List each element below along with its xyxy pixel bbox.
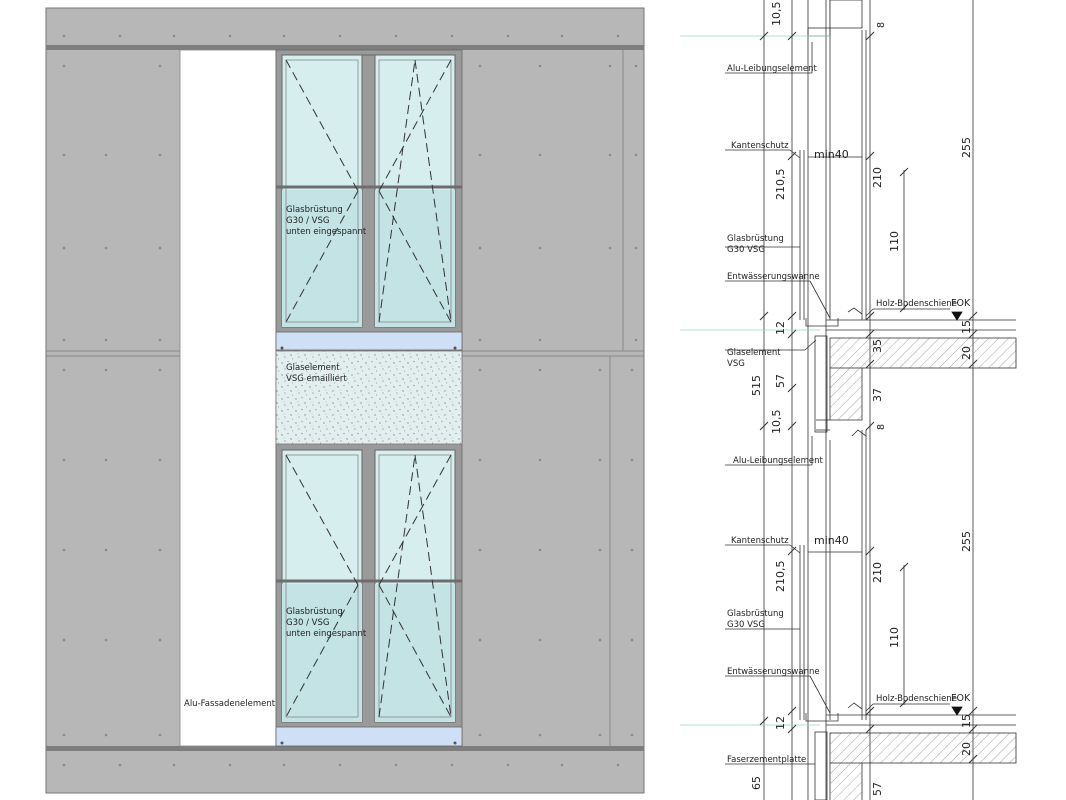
- svg-text:255: 255: [960, 531, 973, 552]
- upper-window: [276, 54, 462, 328]
- svg-text:10,5: 10,5: [770, 2, 783, 27]
- svg-text:Holz-Bodenschiene: Holz-Bodenschiene: [876, 694, 957, 704]
- svg-text:Kantenschutz: Kantenschutz: [731, 141, 789, 151]
- svg-text:8: 8: [876, 22, 887, 28]
- svg-text:35: 35: [871, 339, 884, 353]
- svg-text:Glaselement: Glaselement: [727, 348, 781, 358]
- svg-text:G30 VSG: G30 VSG: [727, 620, 765, 630]
- svg-text:min40: min40: [814, 534, 849, 547]
- lower-glass-parapet-label: Glasbrüstung G30 / VSG unten eingespannt: [286, 607, 367, 639]
- horizontal-frame-top: [46, 45, 644, 50]
- svg-text:12: 12: [774, 321, 787, 335]
- svg-text:57: 57: [871, 782, 884, 796]
- svg-text:210: 210: [871, 167, 884, 188]
- svg-text:Glasbrüstung: Glasbrüstung: [727, 609, 784, 619]
- svg-text:unten eingespannt: unten eingespannt: [286, 629, 367, 639]
- svg-text:15: 15: [960, 714, 973, 728]
- svg-text:10,5: 10,5: [770, 410, 783, 435]
- svg-text:8: 8: [876, 424, 887, 430]
- glass-element-label: Glaselement VSG emailliert: [286, 363, 347, 384]
- upper-glass-parapet-label: Glasbrüstung G30 / VSG unten eingespannt: [286, 205, 367, 237]
- svg-text:37: 37: [871, 388, 884, 402]
- svg-text:G30 VSG: G30 VSG: [727, 245, 765, 255]
- svg-text:65: 65: [750, 776, 763, 790]
- svg-text:VSG emailliert: VSG emailliert: [286, 374, 347, 384]
- svg-text:Entwässerungswanne: Entwässerungswanne: [727, 667, 820, 677]
- svg-text:110: 110: [888, 627, 901, 648]
- section-dimensions: 10,5 8 min40 210,5 210 110 255 12 15 515…: [750, 2, 973, 797]
- svg-text:Faserzementplatte: Faserzementplatte: [727, 755, 806, 765]
- svg-text:Glaselement: Glaselement: [286, 363, 340, 373]
- svg-text:210,5: 210,5: [774, 169, 787, 201]
- svg-text:Glasbrüstung: Glasbrüstung: [727, 234, 784, 244]
- svg-text:Glasbrüstung: Glasbrüstung: [286, 607, 343, 617]
- enamelled-glass-element: [275, 350, 463, 445]
- svg-text:20: 20: [960, 742, 973, 756]
- svg-text:210,5: 210,5: [774, 561, 787, 593]
- floor-slab-1: [829, 337, 1017, 369]
- svg-text:VSG: VSG: [727, 359, 745, 369]
- svg-text:57: 57: [774, 374, 787, 388]
- alu-facade-label: Alu-Fassadenelement: [184, 699, 276, 709]
- section-view: [680, 0, 1017, 800]
- svg-text:unten eingespannt: unten eingespannt: [286, 227, 367, 237]
- svg-text:Kantenschutz: Kantenschutz: [731, 536, 789, 546]
- svg-text:Holz-Bodenschiene: Holz-Bodenschiene: [876, 299, 957, 309]
- section-labels: Alu-Leibungselement Kantenschutz Glasbrü…: [727, 64, 971, 765]
- svg-text:G30 / VSG: G30 / VSG: [286, 216, 329, 226]
- svg-text:Entwässerungswanne: Entwässerungswanne: [727, 272, 820, 282]
- svg-text:20: 20: [960, 346, 973, 360]
- lower-sill: [275, 726, 463, 747]
- horizontal-frame-bottom: [46, 746, 644, 751]
- svg-text:Glasbrüstung: Glasbrüstung: [286, 205, 343, 215]
- svg-text:255: 255: [960, 137, 973, 158]
- svg-text:G30 / VSG: G30 / VSG: [286, 618, 329, 628]
- svg-text:FOK: FOK: [951, 298, 971, 309]
- svg-text:515: 515: [750, 375, 763, 396]
- svg-text:15: 15: [960, 320, 973, 334]
- lower-window: [276, 449, 462, 723]
- elevation-view: Glasbrüstung G30 / VSG unten eingespannt…: [45, 7, 645, 794]
- svg-text:Alu-Leibungselement: Alu-Leibungselement: [733, 456, 824, 466]
- svg-text:FOK: FOK: [951, 693, 971, 704]
- svg-text:110: 110: [888, 231, 901, 252]
- floor-slab-2: [829, 732, 1017, 764]
- alu-facade-element: [179, 49, 277, 747]
- svg-text:12: 12: [774, 716, 787, 730]
- upper-sill: [275, 331, 463, 351]
- svg-text:min40: min40: [814, 148, 849, 161]
- svg-text:Alu-Leibungselement: Alu-Leibungselement: [727, 64, 818, 74]
- panel-screws: [62, 34, 638, 767]
- svg-text:210: 210: [871, 562, 884, 583]
